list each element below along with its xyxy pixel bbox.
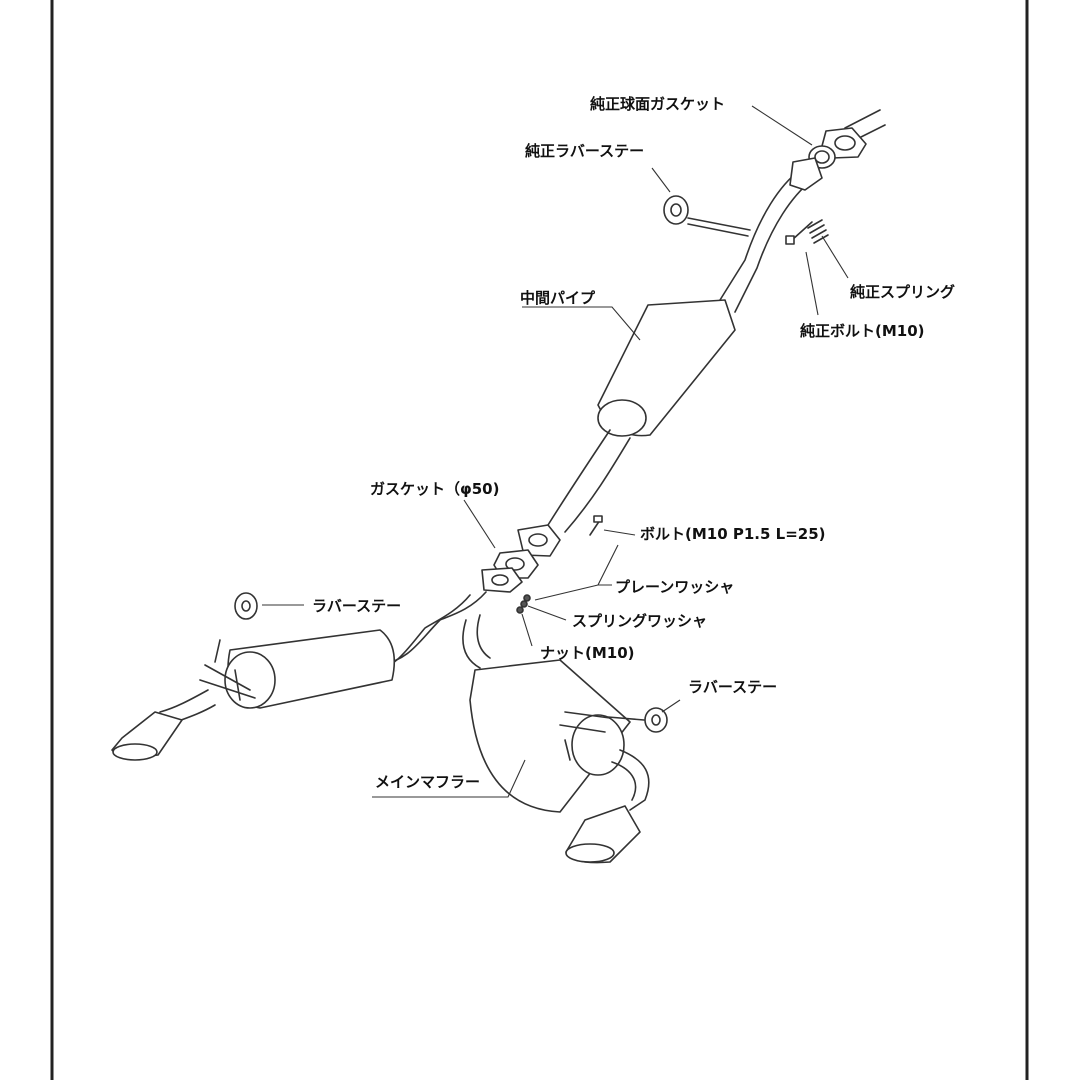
leader-plain-washer — [534, 544, 619, 601]
label-spring-washer: スプリングワッシャ — [572, 612, 708, 630]
leader-bolt — [603, 529, 636, 536]
right-muffler — [462, 614, 650, 864]
leader-oem-spring — [821, 235, 849, 279]
left-muffler — [111, 591, 487, 761]
right-rubber-stay — [607, 707, 668, 733]
label-rubber-stay-right: ラバーステー — [688, 678, 778, 696]
leader-center-pipe — [522, 306, 641, 341]
label-plain-washer: プレーンワッシャ — [615, 578, 735, 596]
leader-oem-gasket — [751, 105, 813, 146]
oem-spring — [807, 219, 829, 244]
label-rubber-stay-left: ラバーステー — [312, 597, 402, 615]
leader-spring-washer — [527, 605, 567, 621]
label-oem-rubber-stay: 純正ラバーステー — [525, 142, 645, 160]
label-oem-spherical-gasket: 純正球面ガスケット — [590, 95, 726, 113]
label-main-muffler: メインマフラー — [375, 773, 481, 791]
label-nut: ナット(M10) — [540, 644, 635, 662]
oem-bolt — [785, 221, 813, 245]
leader-rubber-stay-right — [661, 699, 681, 713]
y-pipe-flange — [481, 567, 523, 593]
leader-oem-bolt — [805, 251, 819, 316]
leader-gasket-50 — [463, 499, 496, 549]
leader-main-muffler — [372, 759, 526, 798]
leader-nut — [521, 613, 533, 647]
left-rubber-stay — [214, 592, 258, 663]
label-gasket-50: ガスケット（φ50) — [370, 480, 500, 498]
leader-oem-rubber-stay — [651, 167, 671, 193]
label-center-pipe: 中間パイプ — [520, 289, 596, 307]
label-bolt: ボルト(M10 P1.5 L=25) — [640, 525, 826, 543]
bolt-washer-nut-stack — [516, 515, 603, 614]
oem-rubber-stay — [663, 195, 751, 237]
center-pipe — [517, 157, 823, 557]
label-oem-bolt: 純正ボルト(M10) — [800, 322, 925, 340]
label-oem-spring: 純正スプリング — [850, 283, 956, 301]
